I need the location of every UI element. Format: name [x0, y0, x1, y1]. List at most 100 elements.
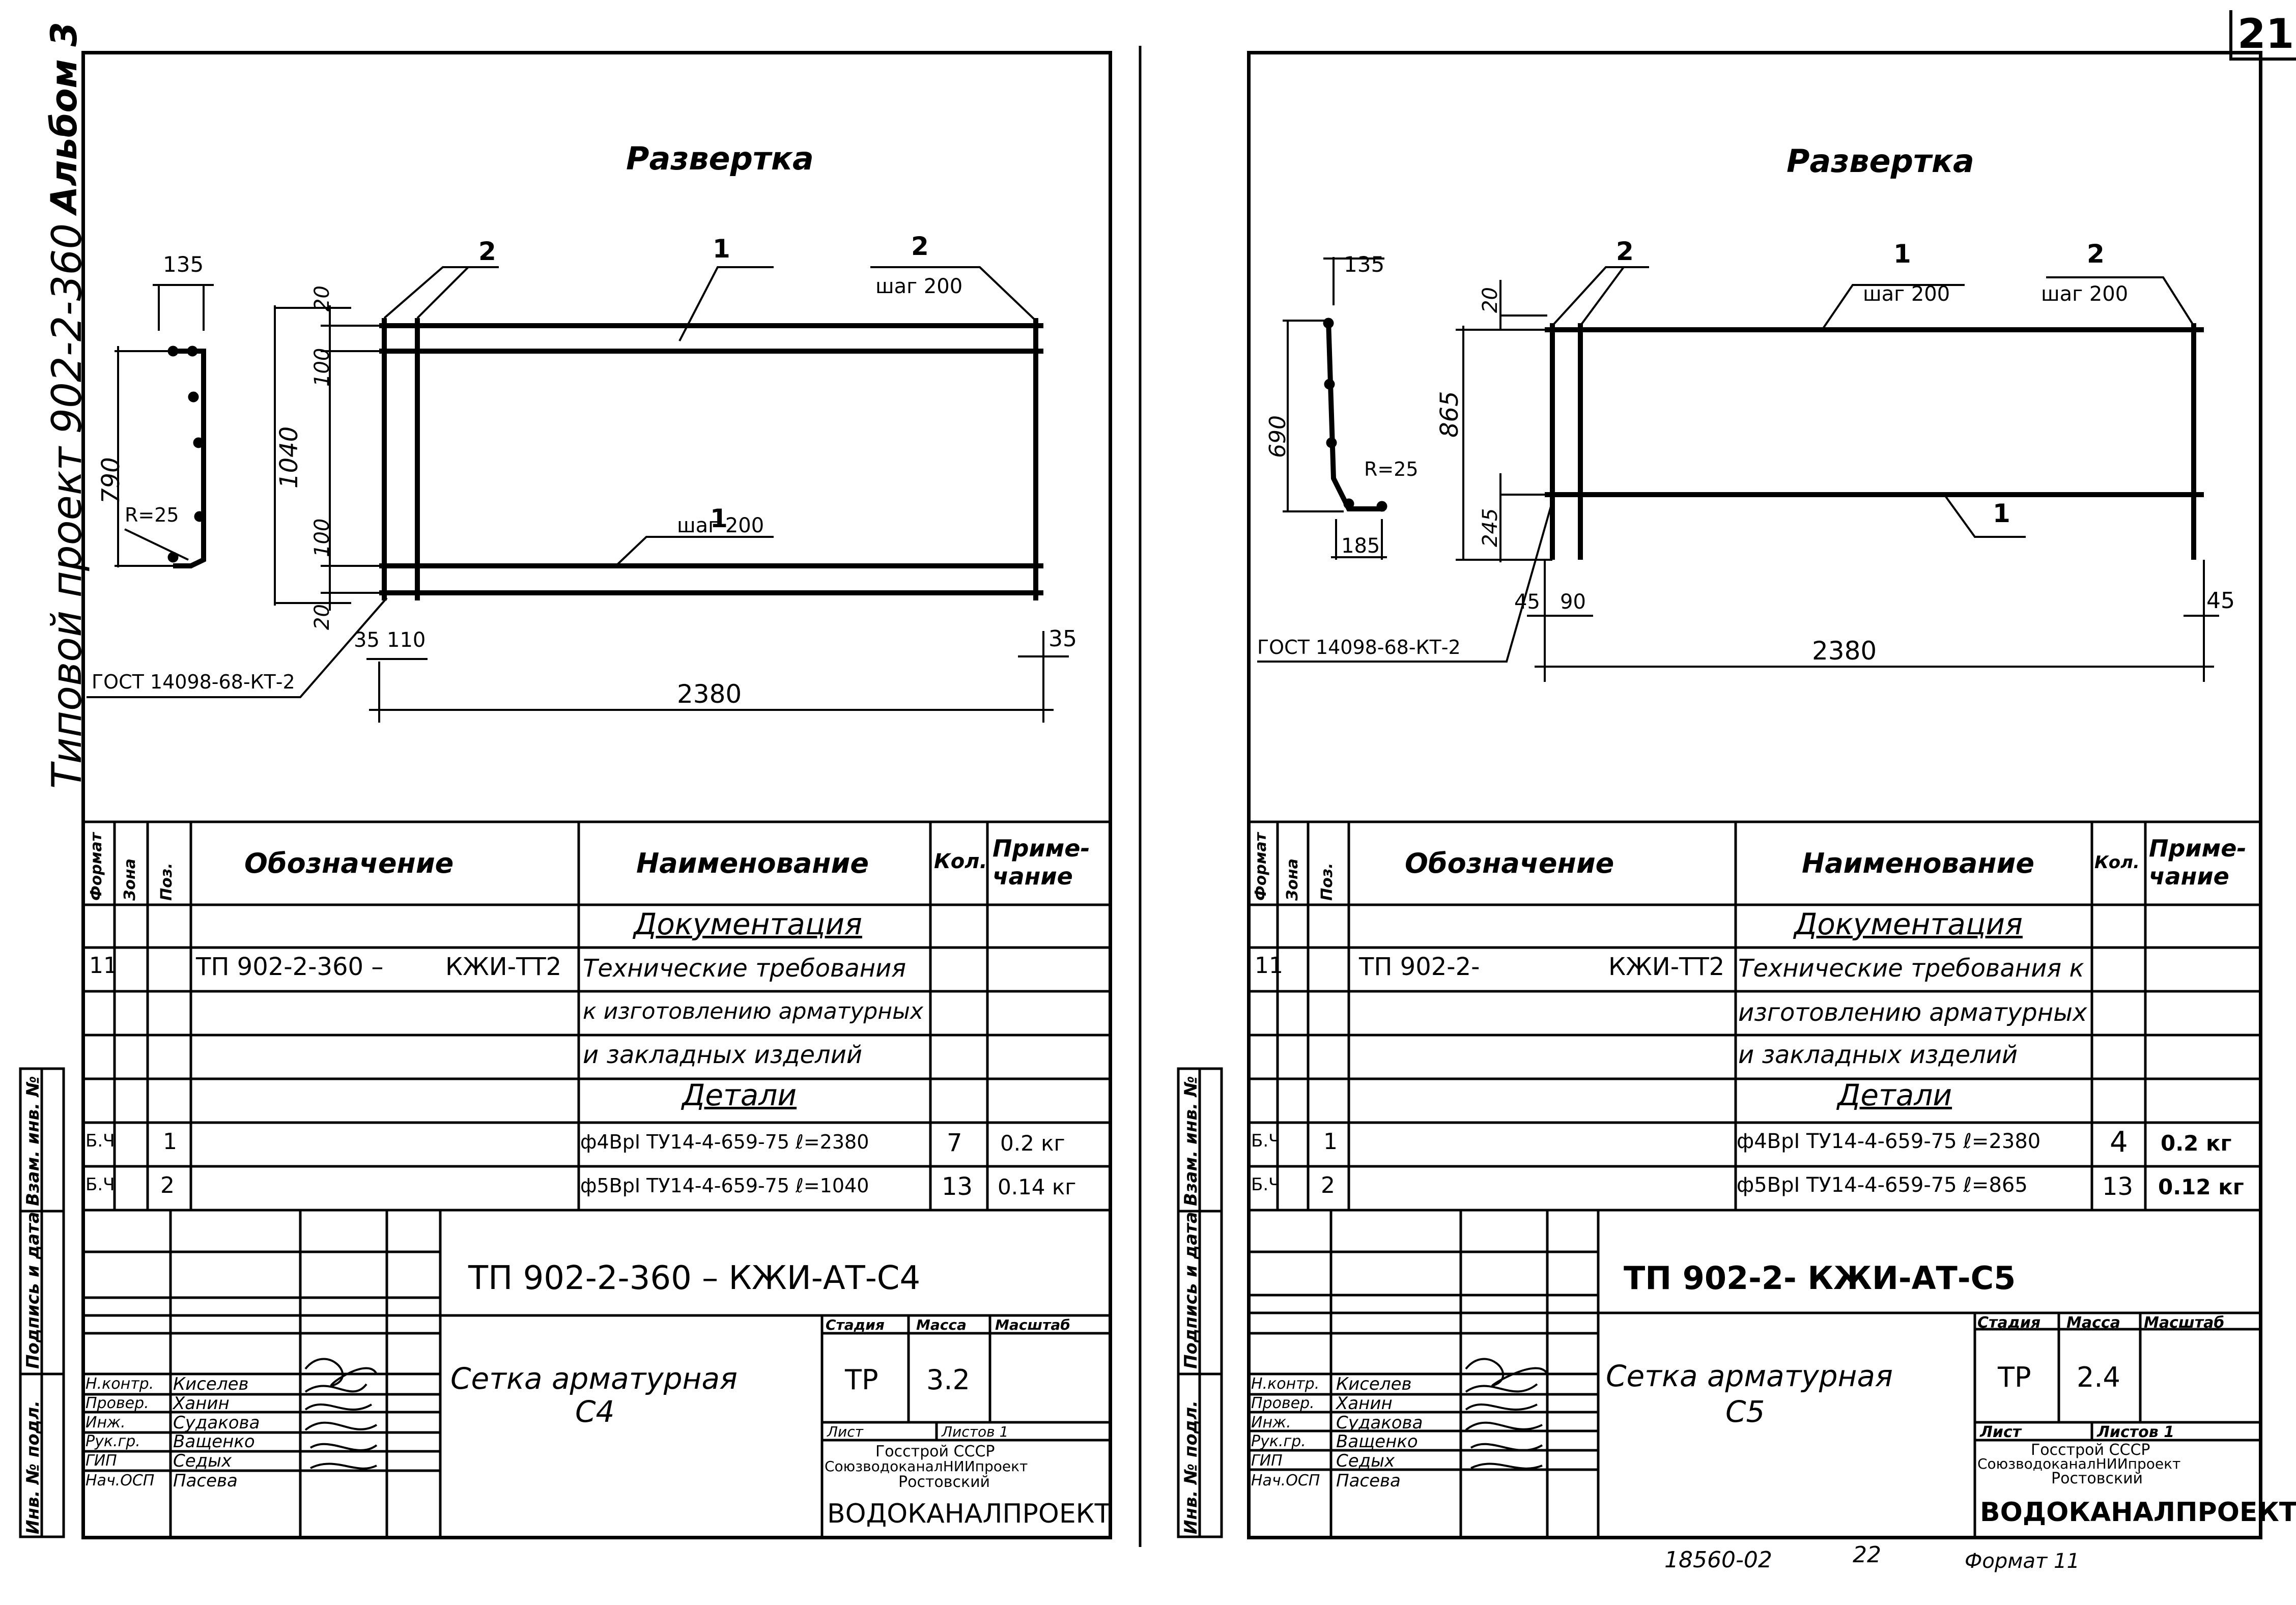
right-dim-135: 135 [1344, 252, 1385, 277]
left-hdr-note-1: Приме- [993, 835, 1090, 862]
right-dim-2380: 2380 [1812, 636, 1877, 666]
left-leader-pos1: 1 [713, 234, 730, 264]
right-role-4: Рук.гр. [1251, 1432, 1306, 1450]
left-drawing-title: Развертка [626, 140, 814, 177]
left-dim-35b: 35 [1048, 626, 1077, 652]
right-leader-step-1: шаг 200 [1863, 282, 1950, 306]
right-row2-format: Б.Ч [1251, 1174, 1281, 1195]
right-row2-qty: 13 [2102, 1172, 2134, 1201]
left-name-1: Киселев [173, 1374, 249, 1394]
right-leader-pos2-right: 2 [2087, 239, 2105, 269]
right-gost-note: ГОСТ 14098-68-КТ-2 [1257, 636, 1461, 658]
right-dim-45b: 45 [2206, 588, 2235, 614]
left-leader-step-top: шаг 200 [875, 275, 963, 298]
left-dim-35a: 35 [354, 628, 380, 652]
left-tb-sheets-label: Листов 1 [942, 1423, 1009, 1440]
right-hdr-name: Наименование [1802, 847, 2035, 879]
field-sign-date: Подпись и дата [23, 1212, 43, 1369]
left-tb-org-3: Ростовский [898, 1473, 990, 1491]
left-leader-pos2-right: 2 [911, 232, 929, 261]
left-leader-step-bottom: шаг 200 [677, 514, 764, 537]
footer-code: 18560-02 [1664, 1547, 1772, 1573]
right-tb-stage-label: Стадия [1977, 1314, 2041, 1332]
field-inv-vzam-right: Взам. инв. № [1181, 1076, 1201, 1206]
right-dim-690: 690 [1265, 415, 1291, 458]
right-hdr-note-1: Приме- [2149, 835, 2247, 862]
left-tb-mass-label: Масса [916, 1316, 967, 1333]
left-row2-format: Б.Ч [86, 1174, 115, 1195]
left-name-3: Судакова [173, 1413, 260, 1433]
left-tb-scale-label: Масштаб [995, 1316, 1070, 1333]
right-row1-format: Б.Ч [1251, 1131, 1281, 1151]
right-tb-stage: ТР [1998, 1361, 2031, 1393]
left-doc-code2: КЖИ-ТТ2 [445, 953, 562, 981]
right-name-1: Киселев [1336, 1374, 1412, 1394]
left-name-6: Пасева [173, 1471, 238, 1491]
field-inv-vzam: Взам. инв. № [23, 1076, 43, 1206]
right-tb-org-main: ВОДОКАНАЛПРОЕКТ [1980, 1497, 2296, 1528]
right-role-3: Инж. [1251, 1414, 1291, 1431]
right-dim-20: 20 [1479, 287, 1502, 313]
right-dim-45a: 45 [1514, 590, 1540, 614]
right-name-6: Пасева [1336, 1471, 1401, 1491]
right-tb-org-2: СоюзводоканалНИИпроект [1977, 1455, 2181, 1472]
right-hdr-qty: Кол. [2094, 852, 2140, 873]
right-row1-name: ф4ВрI ТУ14-4-659-75 ℓ=2380 [1737, 1130, 2041, 1153]
right-row1-qty: 4 [2110, 1126, 2128, 1159]
left-hdr-note-2: чание [993, 863, 1073, 890]
left-dim-110: 110 [387, 628, 426, 652]
left-name-5: Седых [173, 1451, 232, 1471]
left-doc-name-2: к изготовлению арматурных [583, 998, 923, 1024]
right-name-3: Судакова [1336, 1413, 1423, 1433]
left-row2-note: 0.14 кг [998, 1174, 1076, 1199]
album-label: Альбом 3 [43, 22, 85, 214]
left-tb-org-main: ВОДОКАНАЛПРОЕКТ [827, 1499, 1111, 1529]
right-leader-pos2: 2 [1616, 237, 1634, 266]
right-hdr-format: Формат [1252, 833, 1270, 901]
left-dim-r25: R=25 [125, 504, 179, 526]
left-dim-2380: 2380 [677, 679, 742, 709]
left-row2-pos: 2 [160, 1172, 175, 1198]
right-leader-pos1-bottom: 1 [1993, 499, 2010, 528]
sheet-number: 21 [2229, 10, 2296, 61]
right-hdr-note-2: чание [2149, 863, 2229, 890]
left-tb-org-2: СоюзводоканалНИИпроект [825, 1458, 1028, 1475]
right-tb-mass-label: Масса [2066, 1314, 2120, 1332]
right-drawing-title: Развертка [1787, 142, 1974, 180]
right-row1-pos: 1 [1323, 1129, 1338, 1155]
left-row1-pos: 1 [163, 1129, 177, 1155]
right-role-1: Н.контр. [1251, 1375, 1320, 1393]
right-name-4: Ващенко [1336, 1431, 1418, 1452]
footer-page: 22 [1853, 1542, 1881, 1568]
right-dim-245: 245 [1479, 508, 1502, 547]
right-tb-sheet-label: Лист [1980, 1423, 2022, 1441]
left-dim-100b: 100 [310, 518, 334, 557]
left-dim-20b: 20 [310, 604, 334, 630]
left-name-4: Ващенко [173, 1431, 255, 1452]
right-hdr-zone: Зона [1284, 858, 1301, 901]
field-sign-date-right: Подпись и дата [1181, 1212, 1201, 1369]
right-dim-865: 865 [1435, 391, 1464, 438]
left-hdr-zone: Зона [121, 858, 139, 901]
left-dim-790: 790 [97, 457, 125, 504]
left-tb-stage-label: Стадия [826, 1316, 885, 1333]
right-leader-step-2: шаг 200 [2041, 282, 2129, 306]
right-doc-format: 11 [1255, 953, 1283, 979]
left-gost-note: ГОСТ 14098-68-КТ-2 [92, 671, 295, 693]
right-tb-item-2: С5 [1725, 1394, 1765, 1429]
right-tb-item-1: Сетка арматурная [1606, 1359, 1893, 1393]
right-tb-org-1: Госстрой СССР [2031, 1441, 2150, 1459]
right-dim-185: 185 [1341, 534, 1380, 558]
right-row2-note: 0.12 кг [2158, 1174, 2244, 1199]
left-hdr-pos: Поз. [158, 863, 176, 901]
left-dim-20a: 20 [310, 285, 334, 311]
left-role-2: Провер. [86, 1394, 149, 1412]
left-row1-note: 0.2 кг [1000, 1131, 1065, 1156]
right-dim-r25: R=25 [1364, 458, 1419, 480]
left-dim-100a: 100 [310, 348, 334, 387]
left-tb-org-1: Госстрой СССР [875, 1443, 995, 1460]
right-tb-mass: 2.4 [2077, 1361, 2120, 1393]
right-doc-name-3: и закладных изделий [1738, 1041, 2018, 1069]
left-leader-pos2: 2 [478, 237, 496, 266]
right-section-docs: Документация [1794, 907, 2023, 941]
